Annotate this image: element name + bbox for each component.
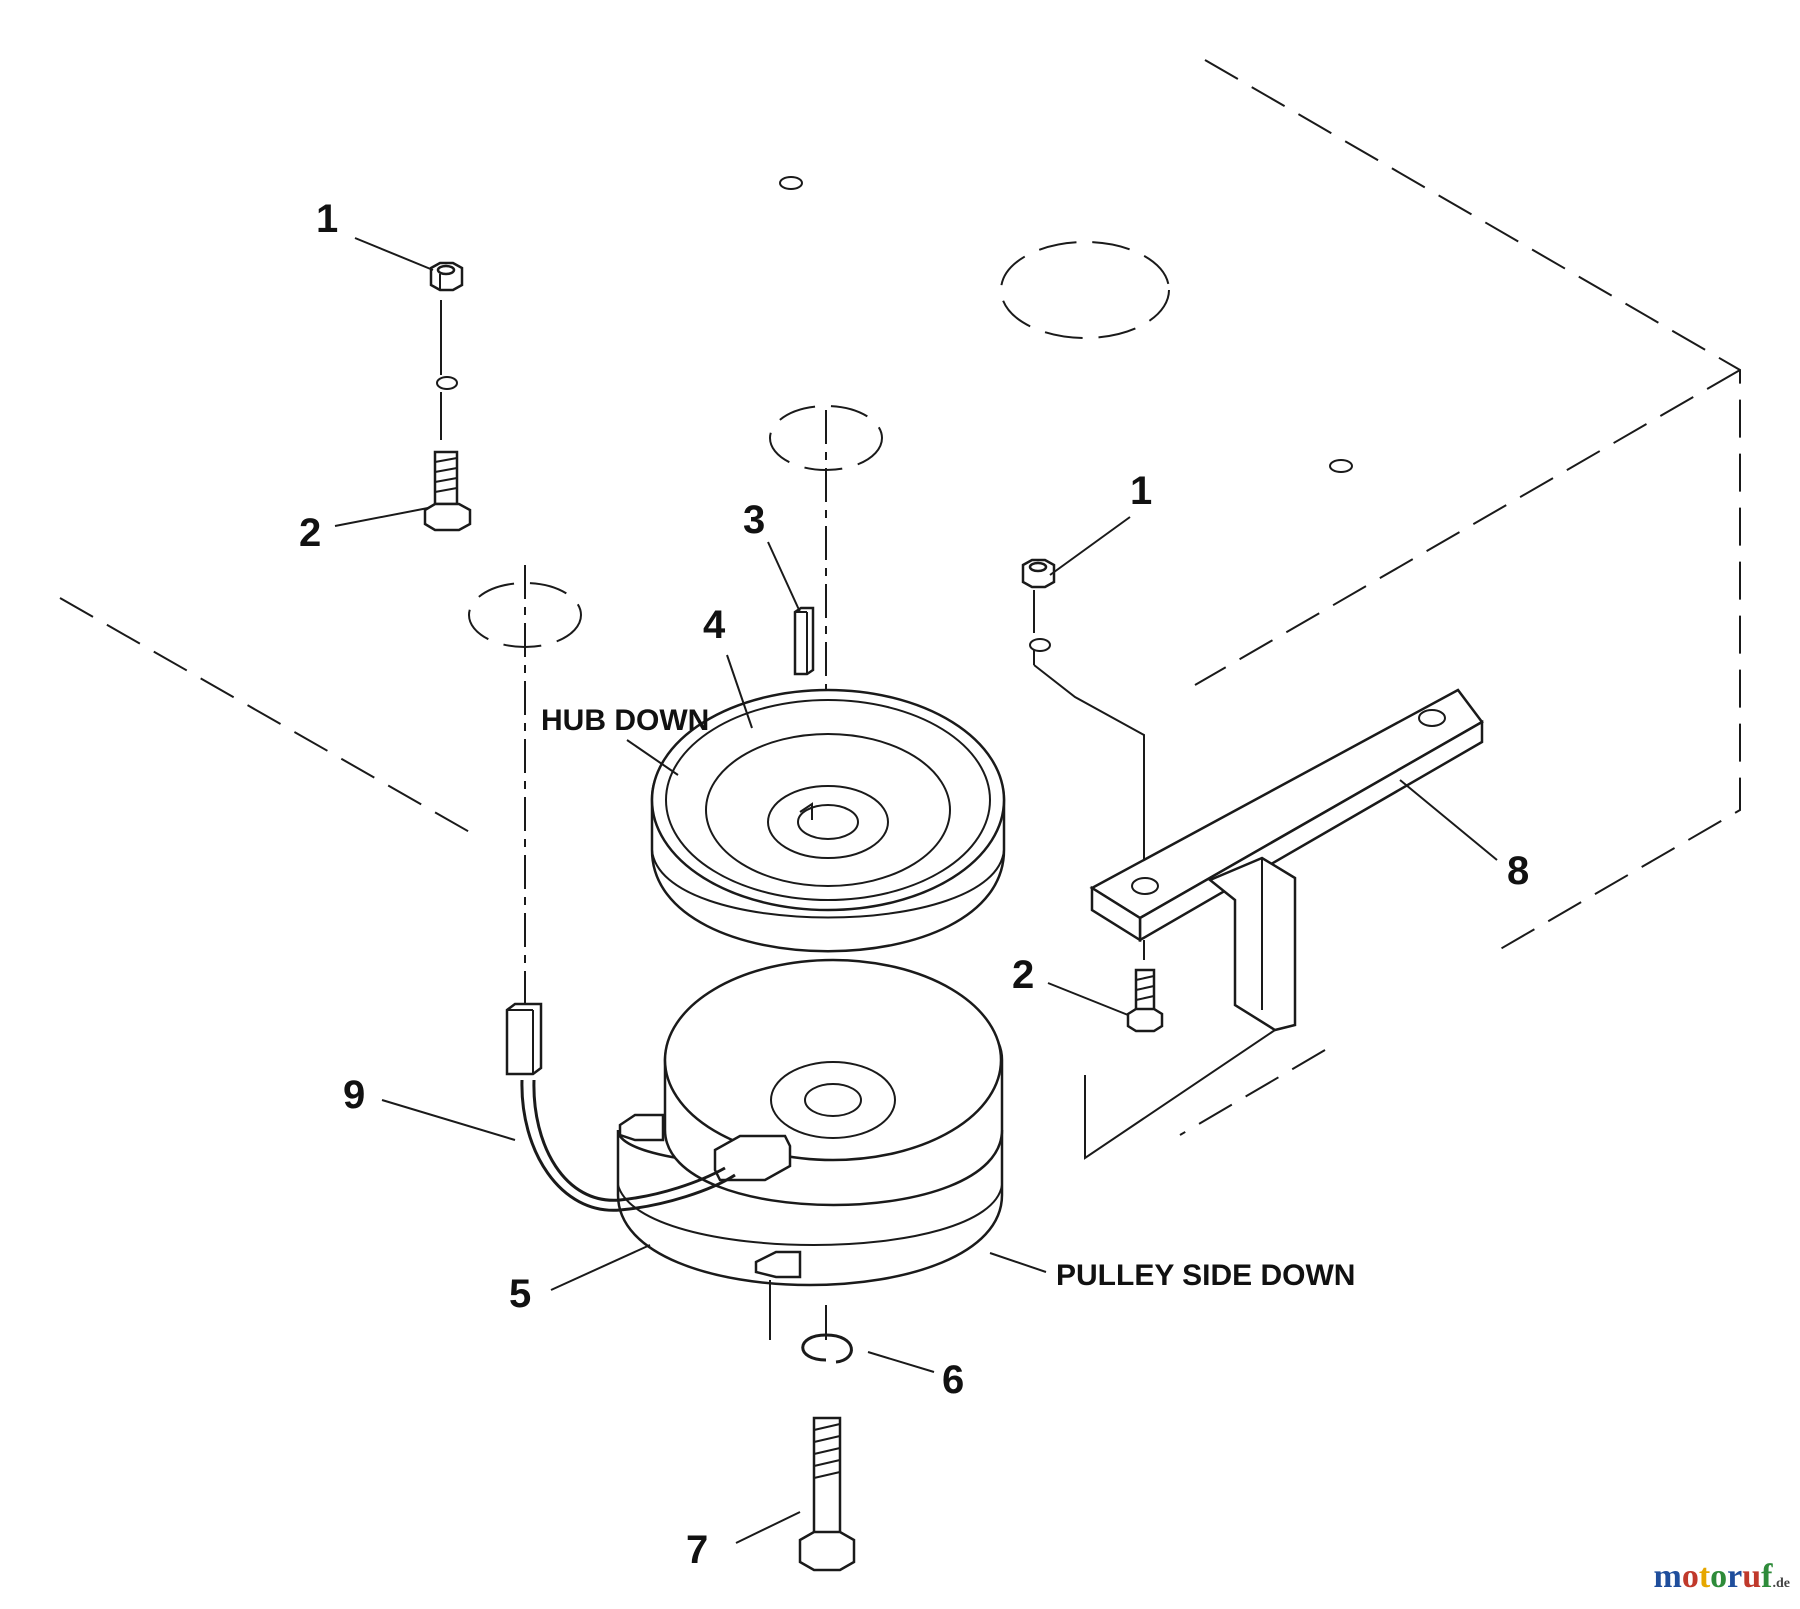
watermark-letters: motoruf: [1654, 1558, 1773, 1595]
bracket-bolt-path: [1033, 664, 1145, 870]
electric-clutch: [616, 958, 1004, 1340]
watermark-letter: m: [1653, 1558, 1682, 1595]
washer-right: [1029, 638, 1051, 652]
lock-nut-right: [1021, 558, 1056, 589]
mounting-bracket: [1084, 688, 1484, 1160]
deck-hole: [1329, 459, 1353, 473]
watermark-letter: r: [1727, 1558, 1743, 1595]
lock-nut-upper-left: [429, 261, 464, 292]
deck-hole: [779, 176, 803, 190]
washer-upper-left: [436, 376, 458, 390]
callout-3: 3: [743, 498, 765, 542]
leader-lines: [334, 237, 1498, 1544]
watermark-letter: f: [1761, 1558, 1773, 1595]
watermark-letter: t: [1698, 1558, 1711, 1595]
callout-5: 5: [509, 1272, 531, 1316]
watermark-logo: motoruf.de: [1654, 1558, 1791, 1596]
watermark-letter: o: [1710, 1558, 1728, 1595]
callout-1-right: 1: [1130, 469, 1152, 513]
watermark-suffix: .de: [1772, 1576, 1791, 1591]
note-pulley-side-down: PULLEY SIDE DOWN: [1056, 1259, 1355, 1292]
centerlines: [440, 300, 1035, 1340]
pulley: [650, 688, 1006, 953]
callout-2-right: 2: [1012, 953, 1034, 997]
bolt-right: [1126, 940, 1164, 1033]
callout-8: 8: [1507, 849, 1529, 893]
note-hub-down: HUB DOWN: [541, 704, 709, 737]
callout-7: 7: [686, 1528, 708, 1572]
callout-2-upper-left: 2: [299, 511, 321, 555]
wire-harness: [505, 1002, 736, 1212]
callout-6: 6: [942, 1358, 964, 1402]
snap-ring: [801, 1333, 853, 1364]
woodruff-key: [793, 606, 815, 676]
watermark-letter: u: [1742, 1558, 1762, 1595]
callout-9: 9: [343, 1073, 365, 1117]
bolt-long: [798, 1416, 856, 1572]
callout-labels: 1 2 3 4 1 8 2 9 5 6 7: [299, 197, 1529, 1572]
bolt-upper-left: [423, 450, 472, 532]
deck-outline: [59, 59, 1741, 1136]
callout-1-upper-left: 1: [316, 197, 338, 241]
watermark-letter: o: [1681, 1558, 1699, 1595]
callout-4: 4: [703, 603, 726, 647]
